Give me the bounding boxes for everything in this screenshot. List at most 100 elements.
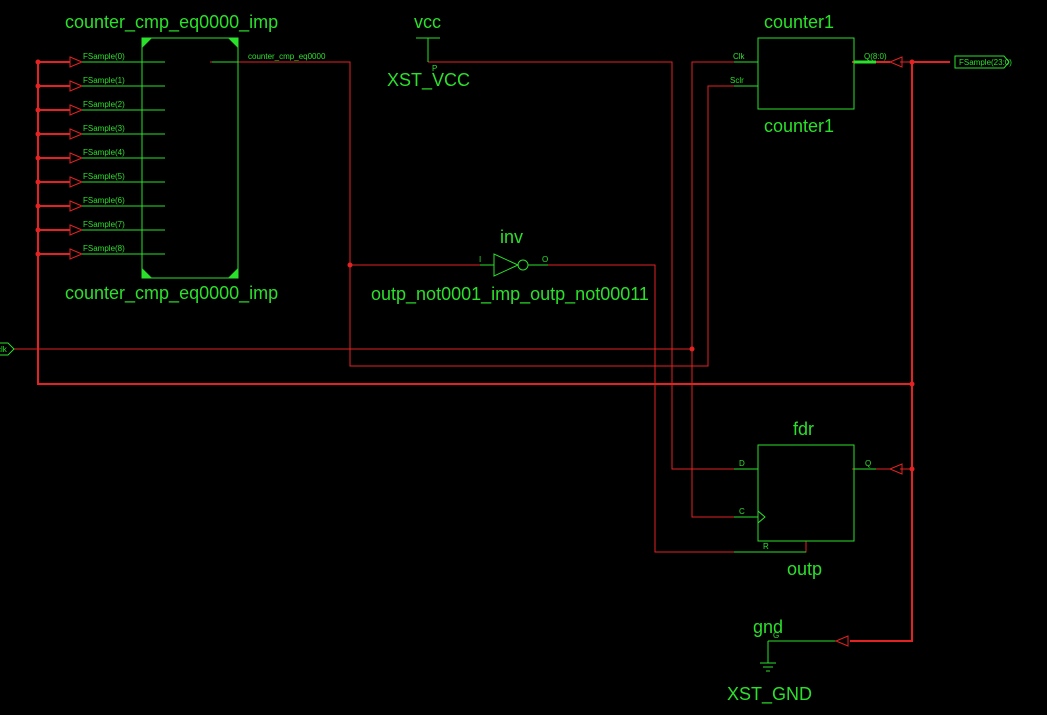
wire-fsample-bus-loop[interactable] [37, 61, 912, 385]
comparator-input-pin[interactable]: FSample(6) [69, 196, 165, 212]
gnd-type-label: gnd [753, 617, 783, 637]
junction-dot [35, 179, 41, 185]
junction-dot [35, 155, 41, 161]
junction-dot [909, 381, 915, 387]
inverter-in-label: I [479, 255, 481, 264]
wire-clk-to-counter[interactable] [691, 61, 734, 349]
buffer-arrow-icon [69, 224, 84, 236]
flipflop-instance-label: outp [787, 559, 822, 579]
comparator-input-label: FSample(6) [83, 196, 125, 205]
buffer-arrow-icon [69, 56, 84, 68]
vcc-symbol[interactable]: vcc P XST_VCC [387, 12, 470, 91]
gnd-instance-label: XST_GND [727, 684, 812, 705]
junction-dot [909, 59, 915, 65]
comparator-input-pin[interactable]: FSample(4) [69, 148, 165, 164]
junction-dot [909, 466, 915, 472]
input-port-icon[interactable] [0, 342, 15, 356]
output-port-icon[interactable] [954, 55, 1010, 69]
junction-dot [35, 107, 41, 113]
comparator-block[interactable]: counter_cmp_eq0000_imp counter_cmp_eq000… [65, 12, 326, 304]
flipflop-c-label: C [739, 507, 745, 516]
counter-block[interactable]: counter1 counter1 Clk Sclr Q(8:0) [730, 12, 903, 136]
clock-edge-icon [757, 510, 766, 524]
buffer-arrow-icon [834, 635, 849, 647]
comparator-input-pin[interactable]: FSample(0) [69, 52, 165, 68]
junction-dot [35, 59, 41, 65]
comparator-input-label: FSample(0) [83, 52, 125, 61]
inverter-triangle-icon[interactable] [493, 253, 520, 277]
buffer-arrow-icon [888, 463, 903, 475]
comparator-input-pin[interactable]: FSample(2) [69, 100, 165, 116]
input-taps [35, 59, 70, 257]
comparator-input-label: FSample(3) [83, 124, 125, 133]
clk-port[interactable]: clk [0, 342, 15, 356]
comparator-input-pin[interactable]: FSample(3) [69, 124, 165, 140]
junctions [347, 59, 915, 472]
comparator-input-label: FSample(4) [83, 148, 125, 157]
comparator-input-label: FSample(2) [83, 100, 125, 109]
counter-q-label: Q(8:0) [864, 52, 887, 61]
buffer-arrow-icon [69, 248, 84, 260]
junction-dot [689, 346, 695, 352]
counter-instance-label: counter1 [764, 116, 834, 136]
junction-dot [35, 131, 41, 137]
counter-clk-label: Clk [733, 52, 746, 61]
buffer-arrow-icon [69, 152, 84, 164]
wire-inv-to-r[interactable] [548, 264, 807, 553]
corner-marker-icon [142, 38, 152, 48]
comparator-inputs: FSample(0) FSample(1) FSample(2) FSample(3)… [69, 52, 165, 260]
buffer-arrow-icon [888, 56, 903, 68]
vcc-pin-label: P [432, 64, 437, 73]
comparator-output-pin-label: counter_cmp_eq0000 [248, 52, 326, 61]
comparator-input-label: FSample(7) [83, 220, 125, 229]
comparator-input-label: FSample(8) [83, 244, 125, 253]
corner-marker-icon [142, 268, 152, 278]
flipflop-r-label: R [763, 542, 769, 551]
vcc-instance-label: XST_VCC [387, 70, 470, 91]
counter-body[interactable] [757, 37, 855, 110]
comparator-type-label: counter_cmp_eq0000_imp [65, 12, 278, 33]
inverter-instance-label: outp_not0001_imp_outp_not00011 [371, 284, 649, 305]
flipflop-type-label: fdr [793, 419, 814, 439]
flipflop-body[interactable] [757, 444, 855, 542]
wire-cmp-to-sclr[interactable] [210, 61, 734, 367]
wires [14, 61, 950, 642]
flipflop-block[interactable]: fdr D C R Q outp [734, 419, 903, 579]
corner-marker-icon [228, 38, 238, 48]
gnd-symbol[interactable]: gnd G XST_GND [727, 617, 849, 705]
fsample-port-label: FSample(23:0) [959, 58, 1012, 67]
comparator-input-pin[interactable]: FSample(5) [69, 172, 165, 188]
inverter-type-label: inv [500, 227, 523, 247]
buffer-arrow-icon [69, 104, 84, 116]
wire-vcc-to-d[interactable] [428, 61, 758, 470]
gnd-pin-label: G [773, 631, 779, 640]
buffer-arrow-icon [69, 128, 84, 140]
junction-dot [35, 251, 41, 257]
comparator-instance-label: counter_cmp_eq0000_imp [65, 283, 278, 304]
vcc-type-label: vcc [414, 12, 441, 32]
wire-clk-to-fdr[interactable] [691, 349, 758, 518]
junction-dot [35, 227, 41, 233]
counter-sclr-label: Sclr [730, 76, 744, 85]
inverter-out-label: O [542, 255, 548, 264]
comparator-input-pin[interactable]: FSample(7) [69, 220, 165, 236]
buffer-arrow-icon [69, 80, 84, 92]
clk-port-label: clk [0, 345, 8, 354]
fsample-port[interactable]: FSample(23:0) [954, 55, 1012, 69]
counter-type-label: counter1 [764, 12, 834, 32]
comparator-input-pin[interactable]: FSample(8) [69, 244, 165, 260]
corner-marker-icon [228, 268, 238, 278]
junction-dot [35, 83, 41, 89]
junction-dot [35, 203, 41, 209]
junction-dot [347, 262, 353, 268]
buffer-arrow-icon [69, 176, 84, 188]
buffer-arrow-icon [69, 200, 84, 212]
comparator-input-label: FSample(5) [83, 172, 125, 181]
flipflop-d-label: D [739, 459, 745, 468]
comparator-input-label: FSample(1) [83, 76, 125, 85]
inverter-block[interactable]: inv I O outp_not0001_imp_outp_not00011 [371, 227, 649, 305]
inverter-bubble-icon [517, 259, 529, 271]
comparator-input-pin[interactable]: FSample(1) [69, 76, 165, 92]
wire-right-bus[interactable] [850, 61, 950, 642]
